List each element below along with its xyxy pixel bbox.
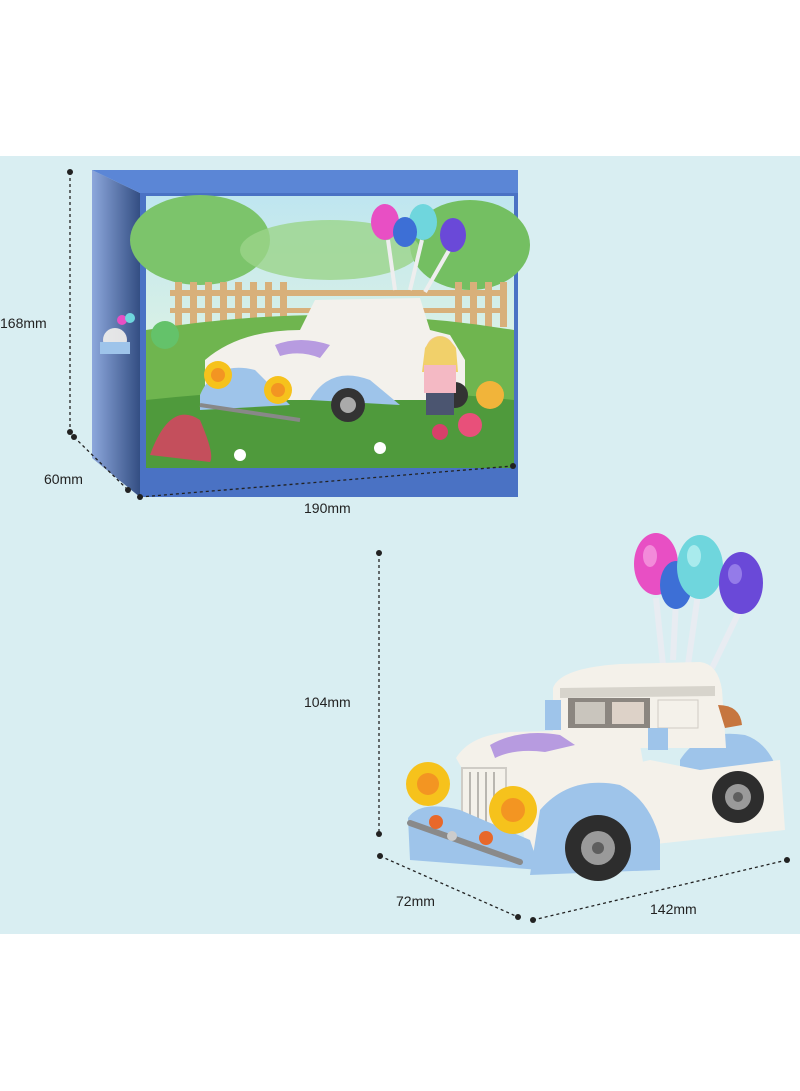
box-car-image (199, 204, 468, 422)
cyan-balloon (677, 535, 723, 599)
model-depth-label: 72mm (396, 893, 435, 909)
box-depth-label: 60mm (44, 471, 83, 487)
box-width-label: 190mm (304, 500, 351, 516)
box-height-label: 168mm (0, 315, 47, 331)
box-dimension-lines (69, 172, 514, 498)
model-height-label: 104mm (304, 694, 351, 710)
box-minifigure (422, 336, 458, 415)
model-dimension-lines (378, 553, 788, 921)
box-dimension-endpoints (67, 169, 516, 500)
box-top-face (92, 170, 518, 193)
model-width-label: 142mm (650, 901, 697, 917)
built-car-model (406, 533, 785, 881)
purple-balloon (719, 552, 763, 614)
package-box (92, 170, 530, 497)
model-dimension-endpoints (376, 550, 790, 923)
box-side-art (100, 313, 135, 354)
